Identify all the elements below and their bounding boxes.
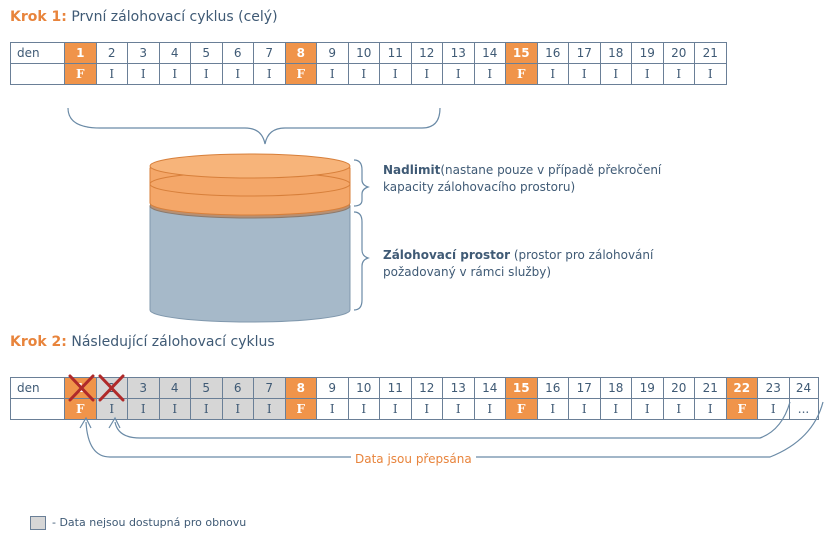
backup-space-desc-line2: požadovaný v rámci služby) [383, 265, 552, 279]
overlimit-brace [353, 159, 370, 207]
step2-type-cell: F [725, 398, 758, 420]
backup-space-description: Zálohovací prostor (prostor pro zálohová… [383, 247, 803, 281]
overlimit-desc-line1: (nastane pouze v případě překročení [440, 163, 662, 177]
overlimit-title: Nadlimit [383, 163, 441, 177]
step1-brace [67, 107, 441, 145]
step1-type-cell: I [694, 63, 727, 85]
overlimit-body [149, 167, 351, 216]
step2-title: Krok 2: Následující zálohovací cyklus [10, 334, 275, 350]
legend-unavailable-swatch [30, 516, 46, 530]
step1-type-cell: F [64, 63, 97, 85]
backup-space-body [149, 205, 351, 323]
overwrite-arrow-day2-head [108, 416, 121, 429]
overwrite-arrow-day1-head [79, 416, 92, 429]
step2-title-lead: Krok 2: [10, 334, 67, 350]
overwrite-label: Data jsou přepsána [351, 452, 476, 466]
step1-title: Krok 1: První zálohovací cyklus (celý) [10, 9, 278, 25]
overlimit-description: Nadlimit(nastane pouze v případě překroč… [383, 162, 803, 196]
step2-title-rest: Následující zálohovací cyklus [66, 334, 275, 350]
backup-space-title: Zálohovací prostor [383, 248, 511, 262]
step1-title-lead: Krok 1: [10, 9, 67, 25]
legend-text: - Data nejsou dostupná pro obnovu [52, 516, 247, 529]
overwrite-arrow-day1 [85, 401, 824, 458]
step2-type-cell: F [505, 398, 538, 420]
overlimit-top [149, 153, 351, 179]
backup-space-brace [353, 211, 370, 311]
overwrite-arrow-day2 [114, 401, 791, 439]
step2-day-cell: 22 [725, 377, 758, 399]
overlimit-desc-line2: kapacity zálohovacího prostoru) [383, 180, 576, 194]
cross-mark-day2 [98, 374, 125, 402]
step1-title-rest: První zálohovací cyklus (celý) [66, 9, 278, 25]
cross-mark-day1 [68, 374, 95, 402]
backup-space-desc-line1: (prostor pro zálohování [510, 248, 654, 262]
step2-type-cell: I [95, 398, 128, 420]
step2-type-cell: ... [788, 398, 819, 420]
